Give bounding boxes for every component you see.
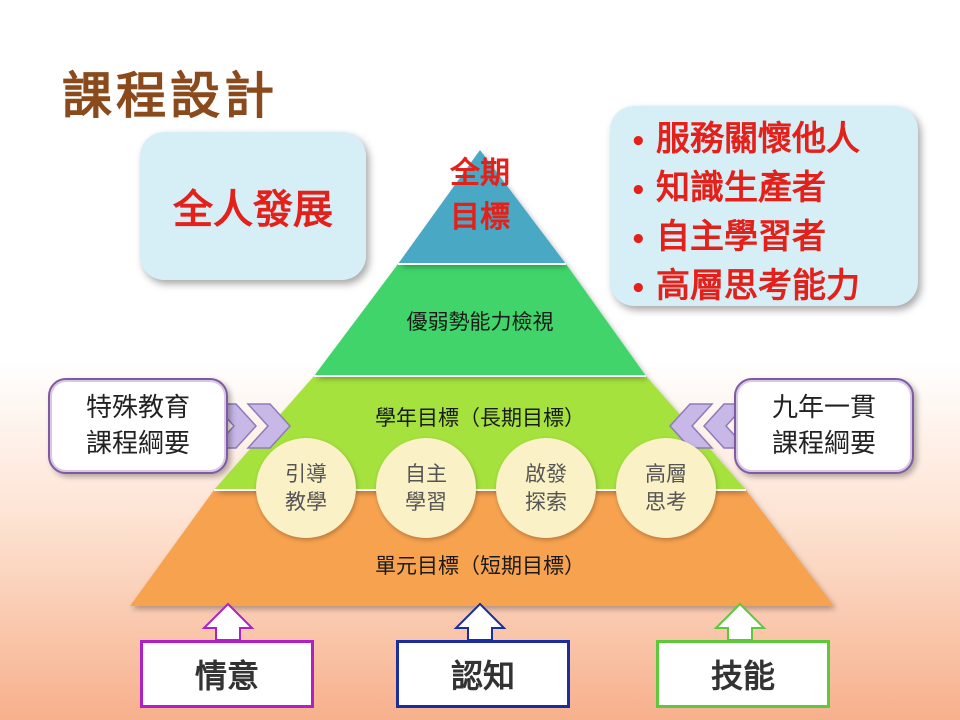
- circle-self-learning: 自主學習: [376, 438, 476, 538]
- tier-label-unit-goals: 單元目標（短期目標）: [375, 554, 585, 578]
- bullet-icon: •: [630, 176, 647, 206]
- bullet-icon: •: [630, 274, 647, 304]
- affective-box: 情意: [140, 640, 314, 708]
- special-education-curriculum-box: 特殊教育課程綱要: [48, 378, 228, 474]
- traits-list: •服務關懷他人 •知識生產者 •自主學習者 •高層思考能力: [610, 106, 918, 312]
- up-arrow-icon: [201, 602, 255, 641]
- cognitive-box: 認知: [396, 640, 570, 708]
- whole-person-box: 全人發展: [140, 132, 366, 280]
- pyramid-tier-overall-goals: [398, 150, 566, 264]
- trait-item: •服務關懷他人: [630, 116, 918, 165]
- tier-label-year-goals: 學年目標（長期目標）: [375, 406, 585, 430]
- apex-label: 全期 目標: [450, 156, 510, 235]
- up-arrow-icon: [453, 602, 507, 641]
- bullet-icon: •: [630, 127, 647, 157]
- circle-guided-teaching: 引導教學: [256, 438, 356, 538]
- circle-inspire-explore: 啟發探索: [496, 438, 596, 538]
- trait-item: •高層思考能力: [630, 263, 918, 312]
- pyramid-tier-ability-review: [314, 264, 646, 376]
- nine-year-curriculum-box: 九年一貫課程綱要: [734, 378, 914, 474]
- bullet-icon: •: [630, 225, 647, 255]
- skill-box: 技能: [656, 640, 830, 708]
- circle-higher-thinking: 高層思考: [616, 438, 716, 538]
- whole-person-label: 全人發展: [173, 187, 333, 233]
- trait-item: •知識生產者: [630, 165, 918, 214]
- page-title: 課程設計: [62, 67, 278, 125]
- tier-label-ability-review: 優弱勢能力檢視: [406, 310, 554, 334]
- traits-box: •服務關懷他人 •知識生產者 •自主學習者 •高層思考能力: [610, 106, 918, 306]
- up-arrow-icon: [713, 602, 767, 641]
- trait-item: •自主學習者: [630, 214, 918, 263]
- pyramid-tier-unit-goals: [130, 490, 834, 606]
